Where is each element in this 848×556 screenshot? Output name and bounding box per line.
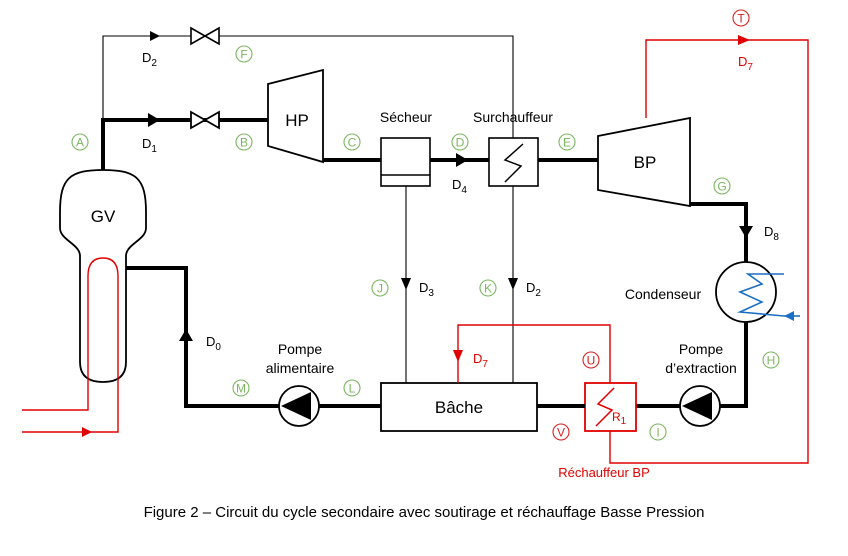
valve-top bbox=[190, 26, 220, 46]
flow-d2-mid: D2 bbox=[526, 280, 541, 299]
rechauffeur-r1: R1 Réchauffeur BP bbox=[558, 382, 650, 480]
svg-text:T: T bbox=[737, 12, 745, 26]
flow-d1: D1 bbox=[142, 136, 157, 155]
svg-text:G: G bbox=[717, 180, 726, 194]
point-e: E bbox=[558, 133, 576, 151]
flow-d0: D0 bbox=[206, 334, 221, 353]
point-f: F bbox=[235, 45, 253, 63]
surchauffeur-label: Surchauffeur bbox=[473, 109, 553, 125]
pompe-alimentaire-label-2: alimentaire bbox=[266, 360, 335, 376]
primary-tube bbox=[22, 257, 119, 433]
point-v: V bbox=[552, 423, 570, 441]
rechauffeur-label: Réchauffeur BP bbox=[558, 465, 650, 480]
gv-label: GV bbox=[91, 207, 116, 226]
svg-text:J: J bbox=[377, 282, 383, 296]
hp-turbine: HP bbox=[267, 68, 324, 164]
flow-d8: D8 bbox=[764, 224, 779, 243]
point-a: A bbox=[71, 133, 89, 151]
cycle-diagram: GV HP Sécheur Surchauff bbox=[22, 9, 809, 480]
bp-label: BP bbox=[634, 153, 657, 172]
steam-lines bbox=[101, 26, 514, 170]
point-markers: A B C D E F G H I J K L M T U V bbox=[71, 9, 780, 441]
bp-turbine: BP bbox=[597, 116, 691, 208]
svg-text:M: M bbox=[236, 382, 246, 396]
condenseur: Condenseur bbox=[625, 261, 800, 323]
point-h: H bbox=[762, 351, 780, 369]
figure-caption: Figure 2 – Circuit du cycle secondaire a… bbox=[143, 504, 705, 521]
pompe-alimentaire: Pompe alimentaire bbox=[266, 341, 335, 427]
pompe-extraction-label-2: d’extraction bbox=[665, 360, 737, 376]
hp-label: HP bbox=[285, 111, 309, 130]
flow-labels: D2 D1 D4 D3 D2 D0 D8 D7 D7 bbox=[142, 50, 779, 370]
point-t: T bbox=[732, 9, 750, 27]
svg-text:E: E bbox=[563, 136, 571, 150]
point-j: J bbox=[371, 279, 389, 297]
pompe-extraction-label-1: Pompe bbox=[679, 341, 724, 357]
svg-text:K: K bbox=[484, 282, 492, 296]
condenseur-label: Condenseur bbox=[625, 286, 702, 302]
secheur-label: Sécheur bbox=[380, 109, 432, 125]
point-i: I bbox=[649, 423, 667, 441]
r1-label: R1 bbox=[612, 410, 627, 427]
point-m: M bbox=[232, 379, 250, 397]
bache: Bâche bbox=[380, 382, 538, 432]
flow-d7-top: D7 bbox=[738, 54, 753, 73]
valve-main bbox=[190, 110, 220, 130]
point-l: L bbox=[343, 379, 361, 397]
pompe-alimentaire-label-1: Pompe bbox=[278, 341, 323, 357]
flow-d4: D4 bbox=[452, 177, 467, 196]
flow-d3: D3 bbox=[419, 280, 434, 299]
svg-text:H: H bbox=[767, 354, 776, 368]
svg-text:I: I bbox=[656, 426, 659, 440]
point-c: C bbox=[343, 133, 361, 151]
bache-label: Bâche bbox=[435, 398, 483, 417]
point-b: B bbox=[235, 133, 253, 151]
flow-d2-top: D2 bbox=[142, 50, 157, 69]
point-k: K bbox=[479, 279, 497, 297]
steam-generator: GV bbox=[22, 169, 147, 437]
secheur: Sécheur bbox=[380, 109, 432, 187]
pompe-extraction: Pompe d’extraction bbox=[665, 341, 737, 427]
svg-text:V: V bbox=[557, 426, 565, 440]
svg-text:U: U bbox=[587, 354, 596, 368]
svg-text:D: D bbox=[456, 136, 465, 150]
flow-d7-mid: D7 bbox=[473, 351, 488, 370]
svg-text:L: L bbox=[349, 382, 356, 396]
surchauffeur: Surchauffeur bbox=[473, 109, 553, 187]
point-d: D bbox=[451, 133, 469, 151]
svg-text:B: B bbox=[240, 136, 248, 150]
point-g: G bbox=[713, 177, 731, 195]
point-u: U bbox=[582, 351, 600, 369]
svg-text:C: C bbox=[348, 136, 357, 150]
svg-text:A: A bbox=[76, 136, 84, 150]
svg-text:F: F bbox=[240, 48, 247, 62]
